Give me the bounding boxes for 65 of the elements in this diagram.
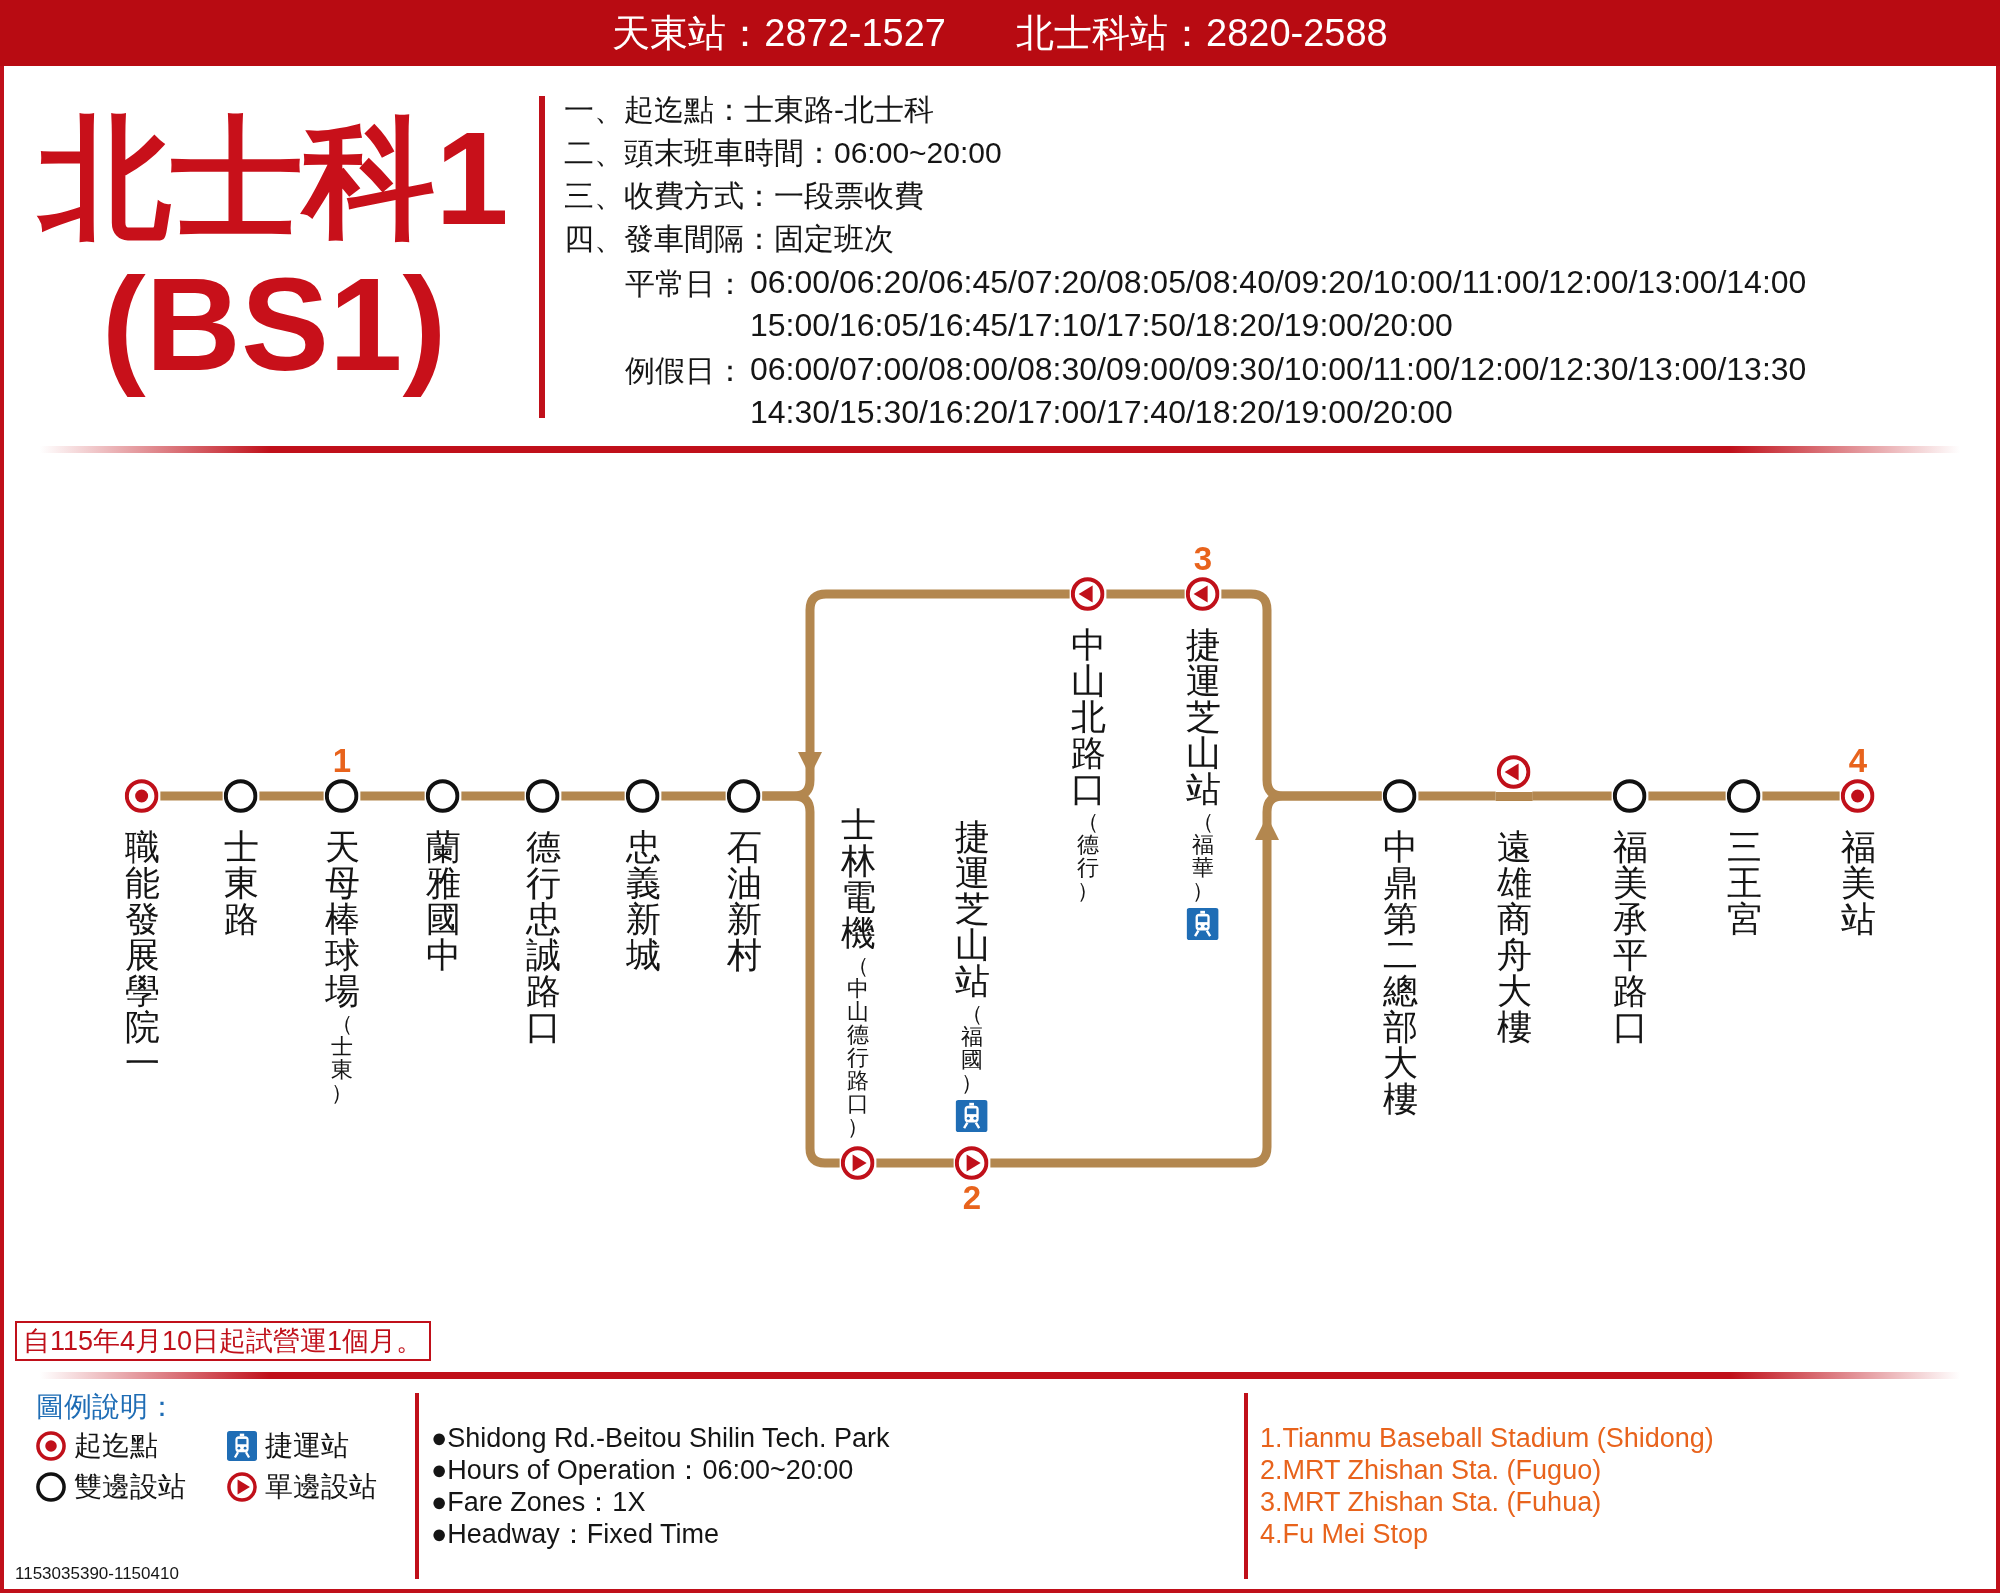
station-name: 石油新村 xyxy=(725,829,763,973)
station-name: 德行忠誠路口 xyxy=(524,829,562,1045)
station-name: 士林電機 xyxy=(839,807,877,951)
footnote-text: 2.MRT Zhishan Sta. (Fuguo) xyxy=(1260,1454,1602,1486)
station-name: 捷運芝山站 xyxy=(1184,627,1222,807)
legend-text: 雙邊設站 xyxy=(74,1470,186,1504)
footnote-text: 4.Fu Mei Stop xyxy=(1260,1518,1429,1550)
station-note: （德行） xyxy=(1076,810,1100,902)
route-line xyxy=(360,791,425,801)
bullet-text: ●Fare Zones：1X xyxy=(431,1486,646,1518)
route-line xyxy=(160,791,223,801)
station-name: 士東路 xyxy=(222,829,260,937)
footnote-text: 3.MRT Zhishan Sta. (Fuhua) xyxy=(1260,1486,1602,1518)
route-title: 北士科1 (BS1) xyxy=(36,106,510,398)
info-text: 二、頭末班車時間：06:00~20:00 xyxy=(564,135,1002,171)
station-name: 三王宮 xyxy=(1725,829,1763,937)
bullet-text: ●Headway：Fixed Time xyxy=(431,1518,719,1550)
legend-title: 圖例說明： xyxy=(36,1390,176,1424)
station-note: （福華） xyxy=(1191,810,1215,902)
station-name: 天母棒球場 xyxy=(323,829,361,1009)
timetable-text: 06:00/06:20/06:45/07:20/08:05/08:40/09:20/10:00/11:00/12:00/13:00/14:00 15:00/16:05/16:45/17:10/17:50/18:20/19:00/20:00 xyxy=(750,263,1808,345)
callout-number: 4 xyxy=(1848,743,1868,779)
info-text: 四、發車間隔：固定班次 xyxy=(564,221,894,257)
notice-text: 自115年4月10日起試營運1個月。 xyxy=(15,1321,432,1361)
route-line xyxy=(1106,589,1185,599)
schedule-label: 平常日： xyxy=(625,266,745,302)
schedule-label: 例假日： xyxy=(625,353,745,389)
route-line xyxy=(661,791,726,801)
route-line xyxy=(762,589,1070,801)
route-line xyxy=(461,791,525,801)
legend-text: 捷運站 xyxy=(265,1429,349,1463)
legend-text: 單邊設站 xyxy=(265,1470,377,1504)
phone-text: 北士科站：2820-2588 xyxy=(1016,11,1388,56)
station-note: （中山德行路口） xyxy=(846,954,870,1138)
station-name: 職能發展學院一 xyxy=(123,829,161,1081)
station-name: 中山北路口 xyxy=(1069,627,1107,807)
station-name: 福美承平路口 xyxy=(1611,829,1649,1045)
station-name: 遠雄商舟大樓 xyxy=(1495,829,1533,1045)
station-name: 捷運芝山站 xyxy=(953,819,991,999)
station-name: 蘭雅國中 xyxy=(424,829,462,973)
route-line xyxy=(561,791,625,801)
route-line xyxy=(1648,791,1726,801)
station-name: 中鼎第二總部大樓 xyxy=(1381,829,1419,1117)
route-line xyxy=(1532,791,1612,801)
station-note: （福國） xyxy=(960,1002,984,1094)
legend-text: 起迄點 xyxy=(74,1429,158,1463)
station-note: （士東） xyxy=(330,1012,354,1104)
code-text: 1153035390-1150410 xyxy=(15,1563,179,1585)
footnote-text: 1.Tianmu Baseball Stadium (Shidong) xyxy=(1260,1422,1714,1454)
bullet-text: ●Hours of Operation：06:00~20:00 xyxy=(431,1454,854,1486)
route-line xyxy=(1221,589,1382,801)
timetable-text: 06:00/07:00/08:00/08:30/09:00/09:30/10:00/11:00/12:00/12:30/13:00/13:30 14:30/15:30/16:20/17:00/17:40/18:20/19:00/20:00 xyxy=(750,350,1808,432)
bullet-text: ●Shidong Rd.-Beitou Shilin Tech. Park xyxy=(431,1422,890,1454)
station-name: 忠義新城 xyxy=(624,829,662,973)
route-line xyxy=(876,1158,954,1168)
route-line xyxy=(259,791,324,801)
phone-text: 天東站：2872-1527 xyxy=(612,11,946,56)
info-text: 三、收費方式：一段票收費 xyxy=(564,178,924,214)
route-line xyxy=(1762,791,1840,801)
callout-number: 1 xyxy=(332,743,352,779)
callout-number: 3 xyxy=(1193,541,1213,577)
info-text: 一、起迄點：士東路-北士科 xyxy=(564,92,934,128)
callout-number: 2 xyxy=(962,1180,982,1216)
route-line xyxy=(1418,791,1496,801)
station-name: 福美站 xyxy=(1839,829,1877,937)
